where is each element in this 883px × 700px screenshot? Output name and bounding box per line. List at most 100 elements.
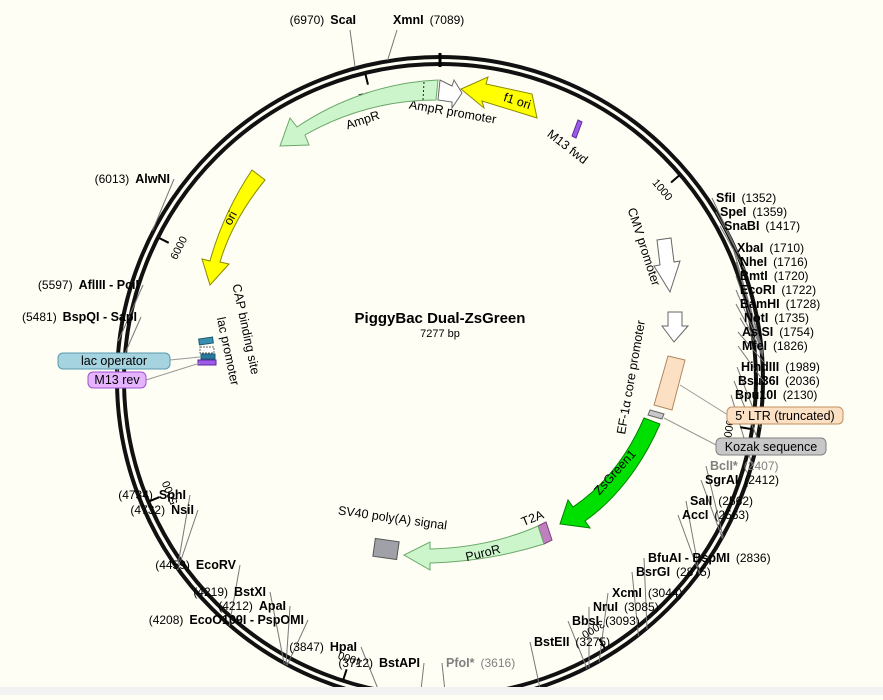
- site-position-bstxi: (4219): [193, 585, 228, 599]
- puror-feature[interactable]: [402, 525, 545, 571]
- sv40-polya-label: SV40 poly(A) signal: [337, 503, 448, 532]
- site-name-sali[interactable]: SalI: [690, 494, 712, 508]
- site-name-spei[interactable]: SpeI: [720, 205, 746, 219]
- site-position-hpai: (3847): [289, 640, 324, 654]
- site-line-bamhi: [735, 303, 764, 355]
- site-position-bpu10i: (2130): [783, 388, 818, 402]
- site-line-nsii: [177, 509, 199, 571]
- site-line-acci: [677, 514, 700, 575]
- site-position-nsii: (4732): [130, 503, 165, 517]
- site-name-nrui[interactable]: NruI: [593, 600, 618, 614]
- ltr-feature[interactable]: [653, 355, 686, 411]
- site-leader-lines: [115, 29, 765, 700]
- site-name-bbsi[interactable]: BbsI: [572, 614, 599, 628]
- site-name-ecoo109i[interactable]: EcoO109I - PspOMI: [189, 613, 304, 627]
- site-name-ecorv[interactable]: EcoRV: [196, 558, 237, 572]
- site-name-hpai[interactable]: HpaI: [330, 640, 357, 654]
- cap-binding-site-feature[interactable]: [198, 336, 214, 346]
- site-name-bpu10i[interactable]: Bpu10I: [735, 388, 777, 402]
- site-position-bsteii: (3275): [575, 635, 610, 649]
- tick-mark-1000: [670, 174, 681, 184]
- site-position-bcli: (2407): [744, 459, 779, 473]
- lac-operator-callout[interactable]: [57, 352, 171, 370]
- site-name-pfoi[interactable]: PfoI*: [446, 656, 475, 670]
- map-length: 7277 bp: [420, 328, 460, 340]
- ef1a-label: EF-1α core promoter: [614, 319, 648, 435]
- site-name-noti[interactable]: NotI: [744, 311, 768, 325]
- site-line-bbsi: [567, 620, 588, 669]
- ori-feature[interactable]: [201, 169, 266, 286]
- m13-fwd-primer[interactable]: [571, 119, 583, 139]
- tick-label-6000: 6000: [168, 235, 190, 262]
- site-name-bcli[interactable]: BclI*: [710, 459, 738, 473]
- site-name-ecori[interactable]: EcoRI: [740, 283, 775, 297]
- site-name-asisi[interactable]: AsiSI: [742, 325, 773, 339]
- cmv-promoter-label: CMV promoter: [625, 206, 663, 288]
- site-position-mfei: (1826): [773, 339, 808, 353]
- site-name-xmni[interactable]: XmnI: [393, 13, 424, 27]
- site-name-xcmi[interactable]: XcmI: [612, 586, 642, 600]
- ef1a-arrow-head[interactable]: [661, 311, 690, 343]
- m13-rev-primer[interactable]: [197, 359, 217, 366]
- site-name-nsii[interactable]: NsiI: [171, 503, 194, 517]
- site-name-apai[interactable]: ApaI: [259, 599, 286, 613]
- site-position-spei: (1359): [752, 205, 787, 219]
- ampr-promoter-feature[interactable]: [437, 78, 463, 110]
- site-name-snabi[interactable]: SnaBI: [724, 219, 759, 233]
- tick-mark-5000: [148, 496, 160, 503]
- ampr-gene-feature[interactable]: [279, 79, 439, 147]
- ltr-callout[interactable]: [726, 406, 844, 425]
- site-name-scai[interactable]: ScaI: [330, 13, 356, 27]
- f1-ori-feature[interactable]: [460, 76, 538, 119]
- zsgreen1-feature[interactable]: [559, 417, 661, 529]
- site-position-asisi: (1754): [779, 325, 814, 339]
- cmv-promoter-feature[interactable]: [653, 237, 681, 294]
- site-name-afliii[interactable]: AflIII - PciI: [79, 278, 139, 292]
- site-line-apai: [285, 605, 291, 666]
- site-line-sali: [685, 500, 701, 574]
- ampr-boundary: [422, 81, 425, 101]
- site-name-sphi[interactable]: SphI: [159, 488, 186, 502]
- site-line-bmti: [735, 275, 764, 353]
- site-name-bsu36i[interactable]: Bsu36I: [738, 374, 779, 388]
- site-name-alwni[interactable]: AlwNI: [135, 172, 170, 186]
- ltr-connector: [679, 384, 729, 416]
- site-position-bstapi: (3712): [338, 656, 373, 670]
- site-name-bsrgi[interactable]: BsrGI: [636, 565, 670, 579]
- site-name-bsteii[interactable]: BstEII: [534, 635, 569, 649]
- site-name-acci[interactable]: AccI: [682, 508, 708, 522]
- site-name-sfii[interactable]: SfiI: [716, 191, 735, 205]
- site-name-nhei[interactable]: NheI: [740, 255, 767, 269]
- kozak-feature[interactable]: [647, 409, 665, 420]
- site-name-bstxi[interactable]: BstXI: [234, 585, 266, 599]
- site-line-bcli: [705, 465, 724, 538]
- m13-rev-callout[interactable]: [87, 371, 147, 389]
- site-name-bspqi[interactable]: BspQI - SapI: [63, 310, 137, 324]
- lac-operator-callout-text: lac operator: [81, 354, 147, 368]
- site-position-sgrai: (2412): [744, 473, 779, 487]
- site-name-bfuai[interactable]: BfuAI - BspMI: [648, 551, 730, 565]
- lac-operator-connector: [169, 356, 201, 361]
- site-line-bfuai: [643, 557, 648, 630]
- site-name-bmti[interactable]: BmtI: [740, 269, 768, 283]
- site-name-bamhi[interactable]: BamHI: [740, 297, 780, 311]
- site-position-sphi: (4734): [118, 488, 153, 502]
- tick-mark-2000: [740, 426, 752, 430]
- site-line-mfei: [737, 345, 765, 383]
- tick-label-1000: 1000: [649, 177, 674, 203]
- site-line-sphi: [176, 494, 191, 570]
- m13-rev-connector: [145, 362, 201, 381]
- sv40-polya-feature[interactable]: [372, 537, 400, 561]
- site-name-bstapi[interactable]: BstAPI: [379, 656, 420, 670]
- site-name-hindiii[interactable]: HindIII: [741, 360, 779, 374]
- site-name-sgrai[interactable]: SgrAI: [705, 473, 738, 487]
- site-line-snabi: [719, 225, 746, 270]
- site-name-xbai[interactable]: XbaI: [737, 241, 763, 255]
- lac-promoter-feature[interactable]: [199, 346, 215, 354]
- site-position-noti: (1735): [774, 311, 809, 325]
- site-position-snabi: (1417): [765, 219, 800, 233]
- lac-operator-feature[interactable]: [200, 353, 216, 360]
- site-name-mfei[interactable]: MfeI: [742, 339, 767, 353]
- kozak-callout[interactable]: [715, 437, 827, 456]
